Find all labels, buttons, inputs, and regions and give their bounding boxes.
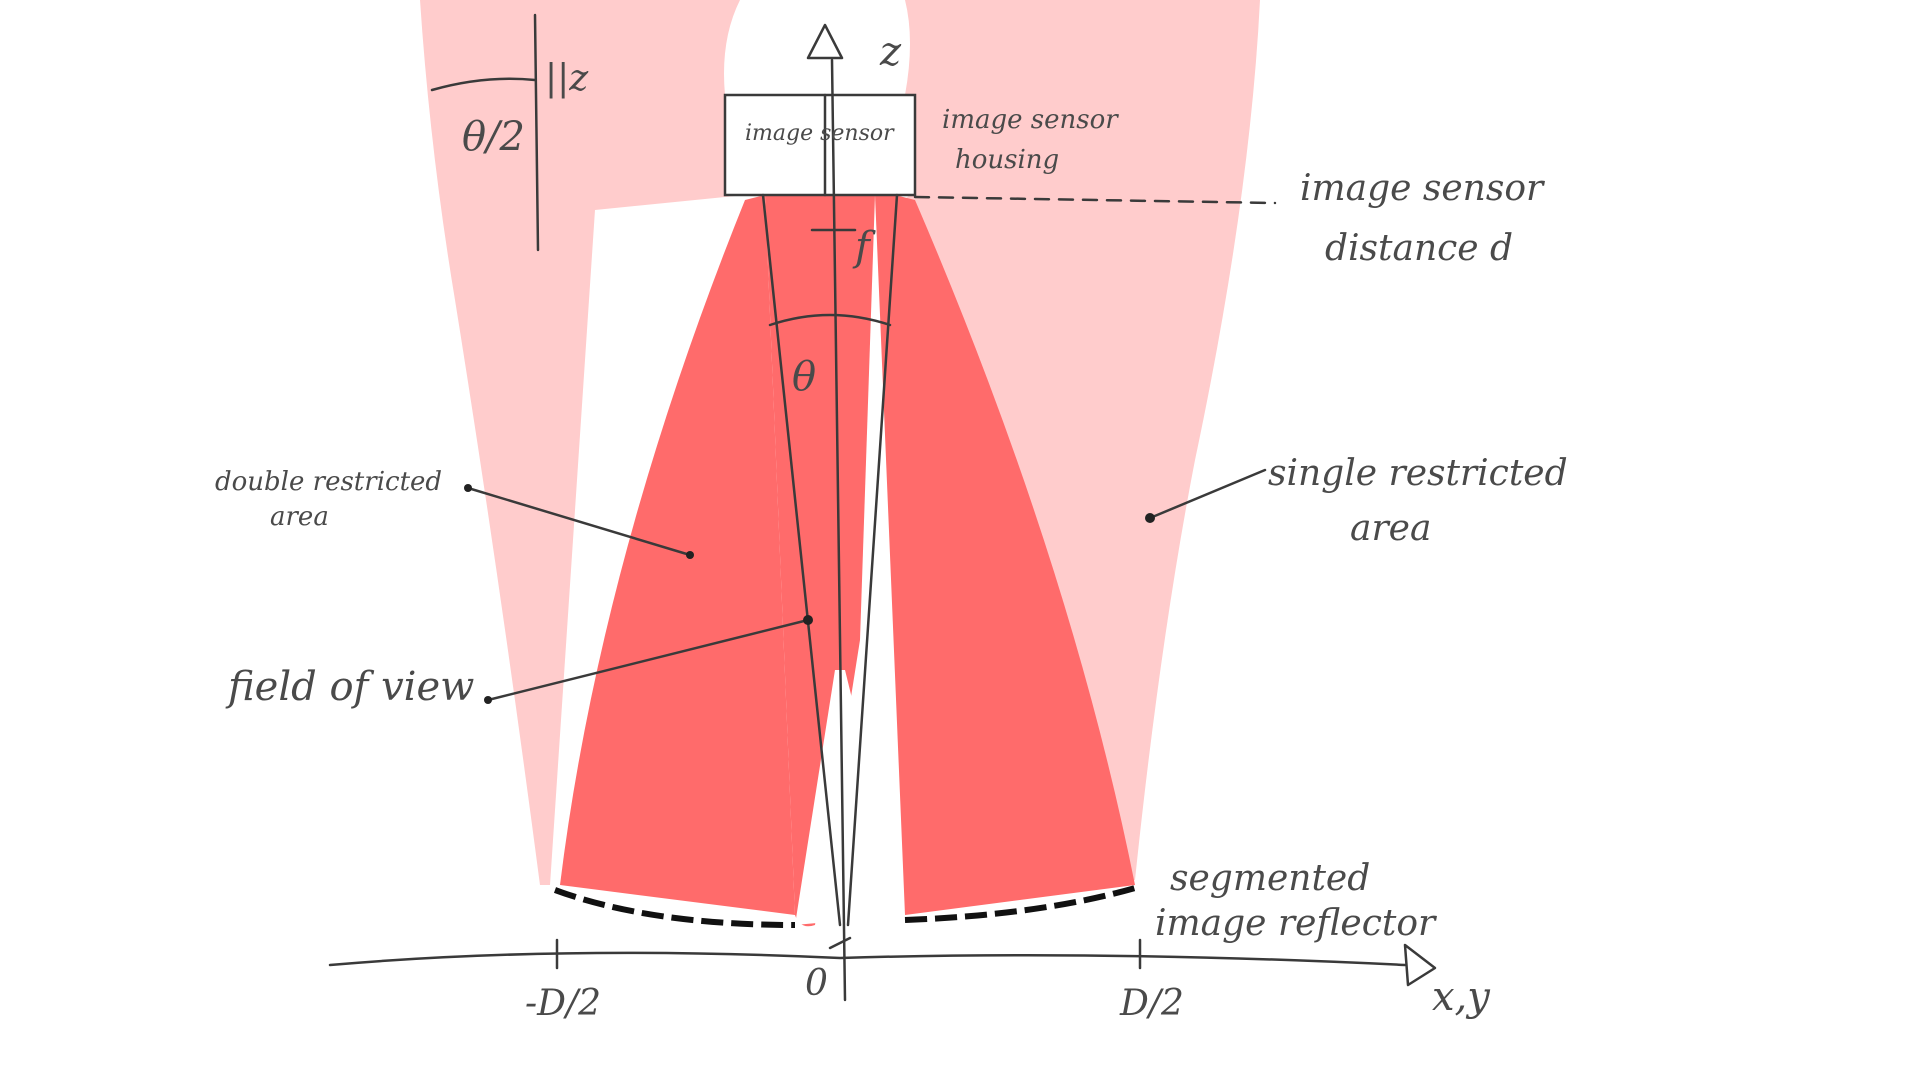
reflector-label-line1: segmented <box>1170 858 1370 899</box>
field-of-view-clear <box>795 670 905 925</box>
parallel-z-label: ||z <box>545 58 589 99</box>
sensor-distance-label-line2: distance d <box>1325 228 1513 269</box>
single-restricted-area-left <box>420 0 745 885</box>
sensor-distance-label-line1: image sensor <box>1300 168 1545 209</box>
leader-dot-fov-start <box>484 696 492 704</box>
tick-origin-label: 0 <box>805 963 828 1004</box>
leader-dot-double-end <box>686 551 694 559</box>
single-area-label-line2: area <box>1350 508 1431 549</box>
fov-edge-right <box>846 193 899 927</box>
origin-mark <box>828 936 852 950</box>
reflector-label-line2: image reflector <box>1155 903 1437 944</box>
reflector-segment-right <box>904 885 1136 923</box>
leader-single-area <box>1148 468 1267 520</box>
double-area-label-line1: double restricted <box>215 467 442 497</box>
single-restricted-area-right <box>890 0 1260 885</box>
double-restricted-area-left <box>560 195 795 915</box>
field-of-view-label: field of view <box>225 664 474 710</box>
leader-double-area <box>466 486 692 557</box>
sensor-distance-leader <box>913 195 1277 205</box>
x-axis-line <box>328 951 1407 967</box>
theta-label: θ <box>792 354 816 400</box>
z-axis-label: z <box>879 29 902 75</box>
half-angle-label: θ/2 <box>462 114 525 160</box>
fov-edge-left <box>761 193 842 927</box>
tick-left-label: -D/2 <box>525 983 601 1024</box>
z-axis-line <box>830 58 847 1002</box>
theta-arc <box>768 313 892 327</box>
field-of-view-wedge <box>765 195 875 927</box>
double-area-label-line2: area <box>270 502 329 532</box>
sensor-box-label: image sensor <box>745 121 895 146</box>
z-axis-arrowhead <box>806 23 844 60</box>
housing-label-line2: housing <box>955 145 1059 175</box>
single-area-label-line1: single restricted <box>1268 453 1568 494</box>
parallel-z-line <box>533 13 540 252</box>
x-axis-label: x,y <box>1432 974 1491 1020</box>
reflector-segment-left <box>553 887 796 928</box>
double-restricted-area-right <box>875 195 1135 915</box>
leader-dot-fov-end <box>803 615 813 625</box>
leader-dot-single <box>1145 513 1155 523</box>
tick-right-label: D/2 <box>1119 983 1184 1024</box>
leader-field-of-view <box>486 618 810 702</box>
half-angle-arc <box>430 77 537 92</box>
image-sensor-housing <box>723 93 917 197</box>
housing-label-line1: image sensor <box>942 105 1119 135</box>
x-axis-arrowhead <box>1403 943 1437 987</box>
leader-dot-double-start <box>464 484 472 492</box>
